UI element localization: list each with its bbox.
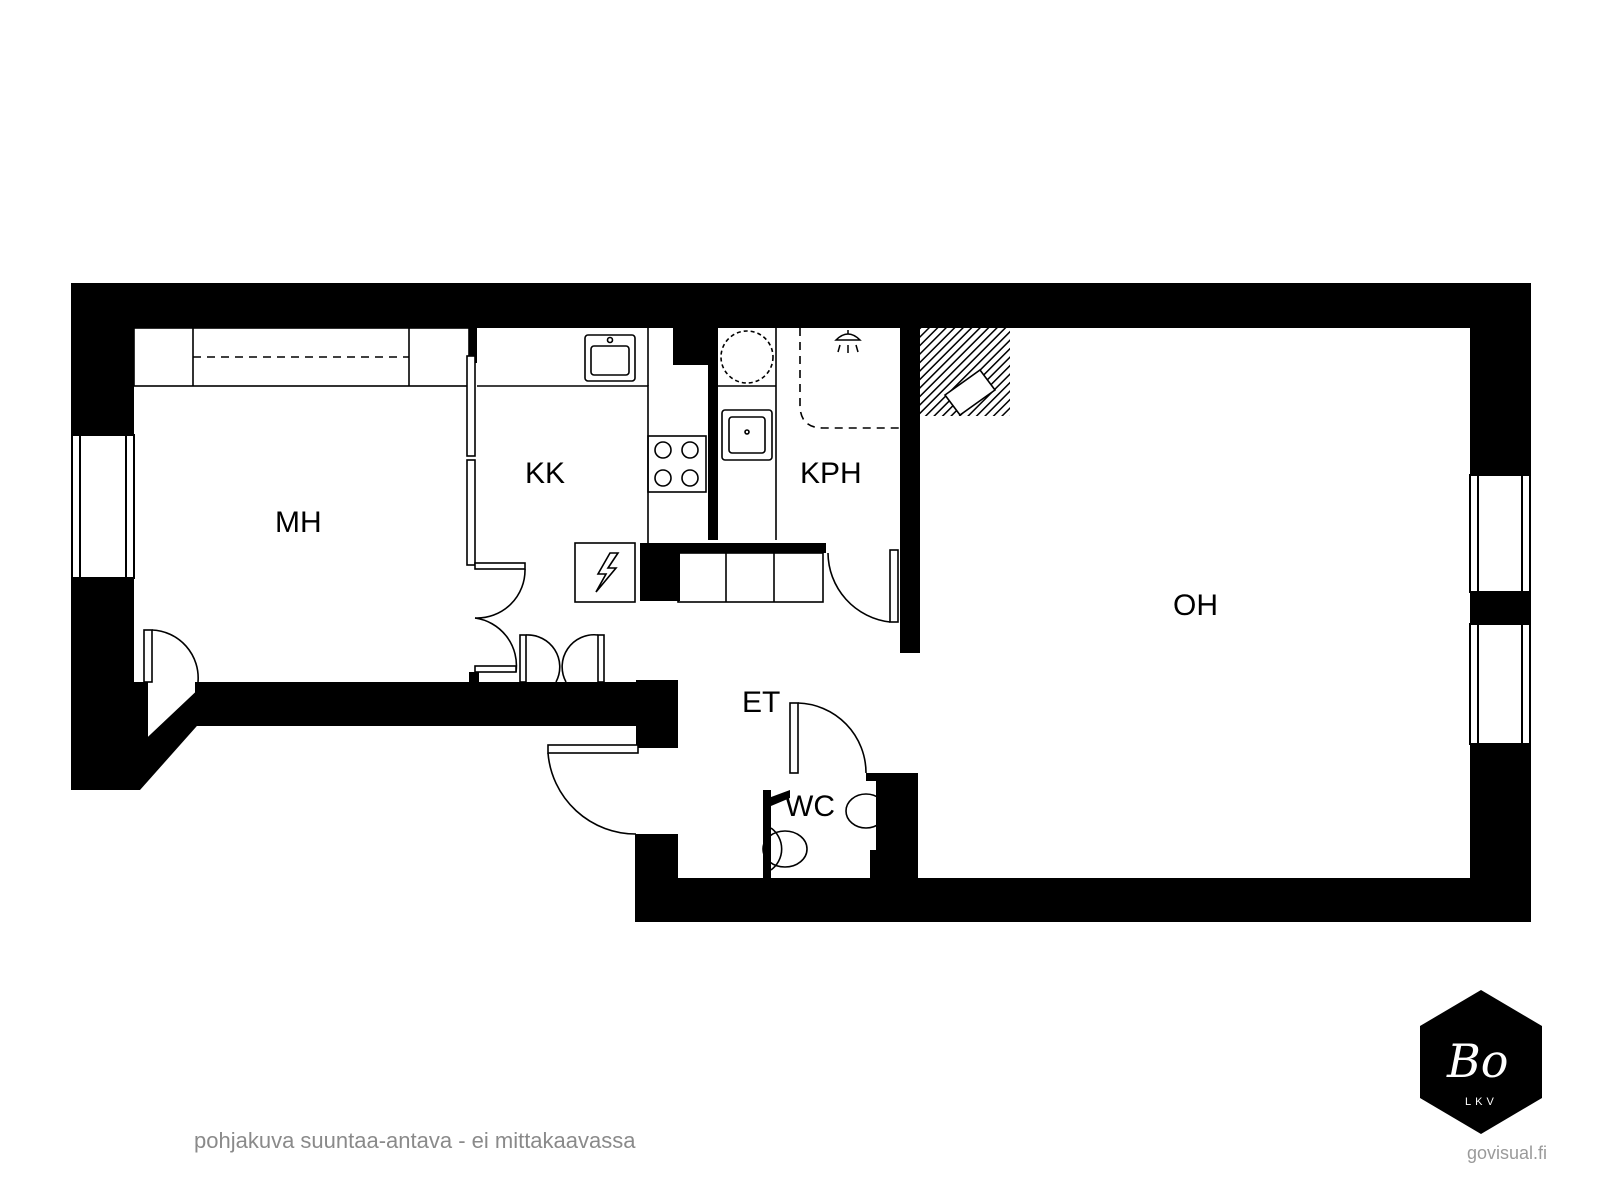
washing-machine-icon [720, 330, 774, 384]
doors [143, 549, 899, 835]
credit-text: govisual.fi [1467, 1143, 1548, 1163]
wardrobe [133, 327, 470, 387]
storage-shelves [677, 552, 824, 603]
kitchen-sink-icon [584, 334, 636, 382]
room-label-kph: KPH [800, 457, 862, 490]
door-closet [519, 633, 605, 683]
stove-icon [647, 435, 707, 493]
room-label-kk: KK [525, 457, 565, 490]
shower-head-icon [834, 330, 862, 353]
windows [71, 434, 1531, 745]
logo-subtitle: LKV [1465, 1096, 1498, 1108]
window-east-lower [1469, 623, 1531, 745]
room-label-wc: WC [785, 790, 835, 823]
room-label-oh: OH [1173, 589, 1218, 622]
room-label-mh: MH [275, 506, 322, 539]
toilet-icon [845, 793, 887, 829]
bathroom-sink-icon [721, 409, 773, 461]
window-west [71, 434, 135, 579]
exterior-walls [71, 283, 1531, 922]
electrical-cabinet-icon [574, 542, 636, 603]
door-mh [143, 629, 199, 683]
wc-sink-icon [770, 827, 783, 871]
room-label-et: ET [742, 686, 780, 719]
door-kk [474, 562, 526, 673]
brand-logo: Bo LKV [1420, 990, 1542, 1134]
door-entrance [547, 744, 639, 835]
door-kph [827, 549, 899, 623]
door-wc [789, 702, 867, 774]
shower-area [799, 328, 900, 429]
logo-mark: Bo [1446, 1034, 1509, 1088]
window-east-upper [1469, 474, 1531, 593]
interior-walls [469, 328, 920, 880]
sliding-door [466, 355, 476, 457]
fixtures [133, 327, 1010, 871]
lightning-icon [595, 552, 620, 593]
disclaimer-note: pohjakuva suuntaa-antava - ei mittakaava… [194, 1128, 636, 1153]
